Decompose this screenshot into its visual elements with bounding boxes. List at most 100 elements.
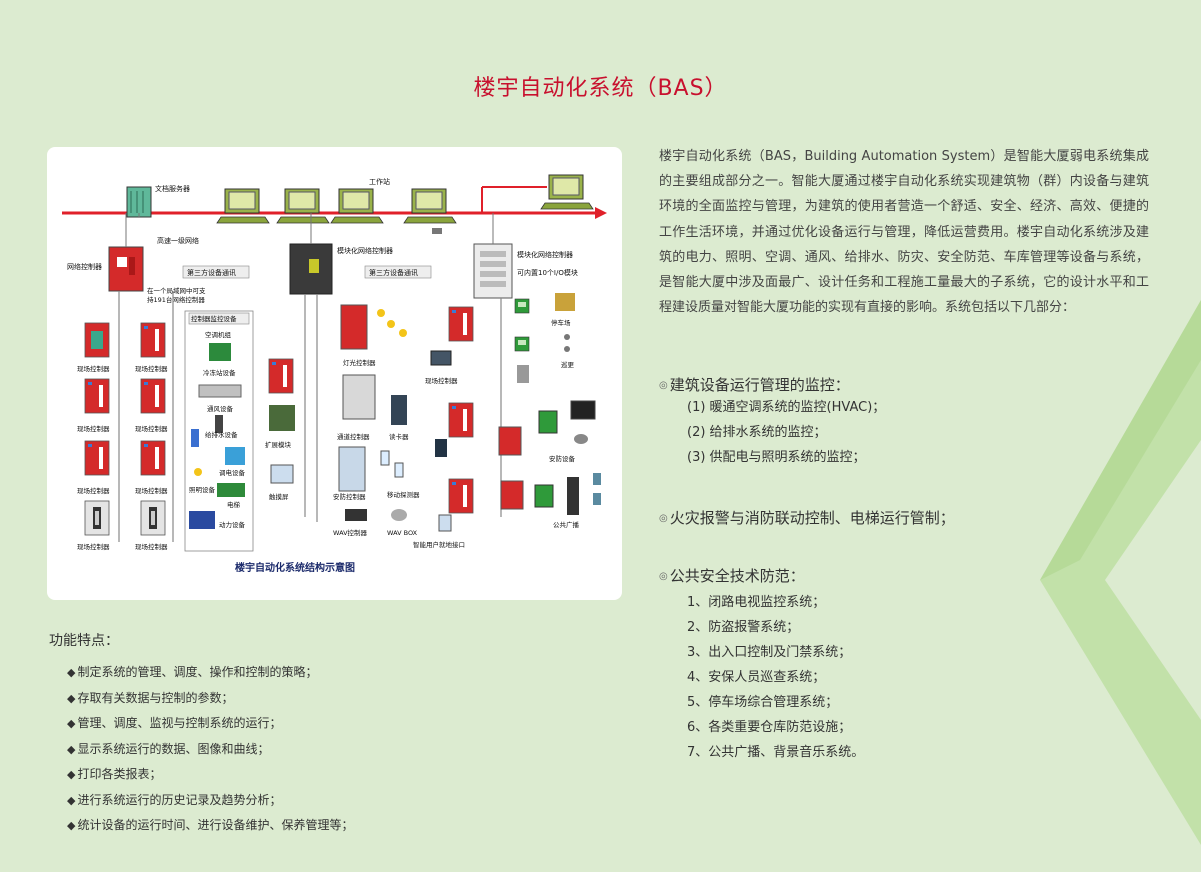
feature-text: 统计设备的运行时间、进行设备维护、保养管理等；: [77, 818, 354, 832]
speaker-icon: [593, 493, 601, 505]
patrol-point-icon: [564, 346, 570, 352]
list-item: (1) 暖通空调系统的监控(HVAC)；: [687, 400, 886, 415]
fire-section: ◎火灾报警与消防联动控制、电梯运行管制；: [659, 507, 1159, 528]
list-item: ◆显示系统运行的数据、图像和曲线；: [67, 737, 609, 763]
patrol-point-icon: [564, 334, 570, 340]
intro-paragraph: 楼宇自动化系统（BAS，Building Automation System）是…: [659, 149, 1149, 316]
monitored-devices-title: 控制器监控设备: [191, 314, 237, 323]
access-controller-icon: [342, 374, 376, 420]
field-controller-label: 现场控制器: [135, 542, 168, 551]
parking-controller-icon: [514, 298, 530, 314]
expansion-controller-icon: [268, 358, 294, 394]
feature-text: 制定系统的管理、调度、操作和控制的策略；: [77, 665, 318, 679]
diamond-bullet-icon: ◆: [67, 717, 76, 730]
page-title: 楼宇自动化系统（BAS）: [473, 76, 728, 101]
feature-text: 管理、调度、监视与控制系统的运行；: [77, 716, 282, 730]
chiller-label: 冷冻站设备: [203, 368, 236, 377]
list-item: 3、出入口控制及门禁系统；: [687, 645, 852, 660]
elevator-label: 电梯: [227, 500, 241, 509]
bas-structure-diagram: 文档服务器 工作站 高速一级网络 网络控制器 第三方设备通讯 在一个局域网中可支…: [47, 147, 622, 600]
power-dist-icon: [225, 447, 245, 465]
bulb-icon: [377, 309, 407, 337]
light-controller-label: 灯光控制器: [343, 358, 376, 367]
security-panel-icon: [538, 410, 558, 434]
wav-box-label: WAV BOX: [387, 529, 418, 537]
io-module-label: 可内置10个I/O模块: [517, 268, 578, 277]
feature-list: ◆制定系统的管理、调度、操作和控制的策略； ◆存取有关数据与控制的参数； ◆管理…: [49, 660, 609, 839]
touchscreen-icon: [270, 464, 294, 484]
smart-user-label: 智能用户就地接口: [413, 540, 465, 549]
security-controller-icon: [338, 446, 366, 492]
building-list: (1) 暖通空调系统的监控(HVAC)； (2) 给排水系统的监控； (3) 供…: [659, 395, 1159, 470]
light-controller-icon: [340, 304, 368, 350]
security-controller-label: 安防控制器: [333, 492, 366, 501]
modular-controller-icon: [289, 243, 333, 295]
bulb-icon: [194, 468, 202, 476]
diamond-bullet-icon: ◆: [67, 742, 76, 756]
power-dev-icon: [189, 511, 215, 529]
field-controller-label: 现场控制器: [77, 542, 110, 551]
parking-label: 停车场: [551, 318, 571, 327]
broadcast-panel-icon: [534, 484, 554, 508]
modular-controller-right-label: 模块化网络控制器: [517, 250, 573, 259]
section-title-text: 火灾报警与消防联动控制、电梯运行管制；: [669, 509, 955, 527]
list-item: (2) 给排水系统的监控；: [687, 425, 827, 440]
diamond-bullet-icon: ◆: [67, 691, 76, 705]
scanner-icon: [517, 365, 529, 383]
chiller-icon: [198, 384, 242, 398]
expansion-module-icon: [269, 405, 295, 431]
camera-dome-icon: [391, 509, 407, 521]
power-dist-label: 调电设备: [219, 468, 246, 477]
diamond-bullet-icon: ◆: [67, 793, 76, 807]
field-controller-label: 现场控制器: [77, 424, 110, 433]
elevator-icon: [217, 483, 245, 497]
list-item: ◆进行系统运行的历史记录及趋势分析；: [67, 788, 609, 814]
security-section: ◎公共安全技术防范： 1、闭路电视监控系统； 2、防盗报警系统； 3、出入口控制…: [659, 565, 1159, 765]
ventilation-label: 通风设备: [207, 404, 234, 413]
feature-text: 显示系统运行的数据、图像和曲线；: [77, 741, 270, 756]
ahu-label: 空调机组: [205, 330, 232, 339]
list-item: ◆管理、调度、监视与控制系统的运行；: [67, 711, 609, 737]
site-controller-icon: [448, 306, 474, 342]
circle-marker-icon: ◎: [659, 571, 668, 582]
list-item: (3) 供配电与照明系统的监控；: [687, 450, 866, 465]
doc-server-icon: [126, 186, 152, 218]
circle-marker-icon: ◎: [659, 513, 668, 524]
list-item: 1、闭路电视监控系统；: [687, 595, 826, 610]
access-controller-label: 通道控制器: [337, 432, 370, 441]
list-item: ◆打印各类报表；: [67, 762, 609, 788]
field-controller-icon: [448, 402, 474, 438]
field-controller-label: 现场控制器: [135, 486, 168, 495]
section-title: ◎火灾报警与消防联动控制、电梯运行管制；: [659, 507, 1159, 528]
patrol-label: 巡更: [561, 360, 575, 369]
detector-icon: [394, 462, 404, 478]
list-item: ◆制定系统的管理、调度、操作和控制的策略；: [67, 660, 609, 686]
list-item: ◆统计设备的运行时间、进行设备维护、保养管理等；: [67, 813, 609, 839]
motion-detector-label: 移动探测器: [387, 490, 420, 499]
modular-controller-label: 模块化网络控制器: [337, 246, 393, 255]
network-controller-icon: [108, 246, 144, 292]
diamond-bullet-icon: ◆: [67, 819, 76, 832]
laptop-icon: [430, 350, 452, 366]
list-item: 7、公共广播、背景音乐系统。: [687, 745, 865, 760]
speaker-icon: [593, 473, 601, 485]
monitor-icon: [570, 400, 596, 420]
camera-icon: [574, 434, 588, 444]
support-note-line1: 在一个局域网中可支: [147, 286, 206, 295]
backbone-label: 高速一级网络: [157, 236, 199, 245]
feature-heading: 功能特点：: [49, 633, 119, 649]
security-dev-label: 安防设备: [549, 454, 576, 463]
broadcast-label: 公共广播: [553, 520, 580, 529]
section-title-text: 公共安全技术防范：: [669, 567, 805, 585]
field-controller-icon: [500, 480, 524, 510]
power-dev-label: 动力设备: [219, 520, 246, 529]
support-note-line2: 持191台网络控制器: [147, 295, 205, 304]
third-party-label-2: 第三方设备通讯: [369, 268, 418, 277]
ahu-icon: [209, 343, 231, 361]
field-controller-label: 现场控制器: [77, 486, 110, 495]
list-item: 4、安保人员巡查系统；: [687, 670, 826, 685]
water-icon: [191, 429, 199, 447]
ventilation-icon: [215, 415, 223, 433]
field-controller-icon: [498, 426, 522, 456]
list-item: 6、各类重要仓库防范设施；: [687, 720, 852, 735]
